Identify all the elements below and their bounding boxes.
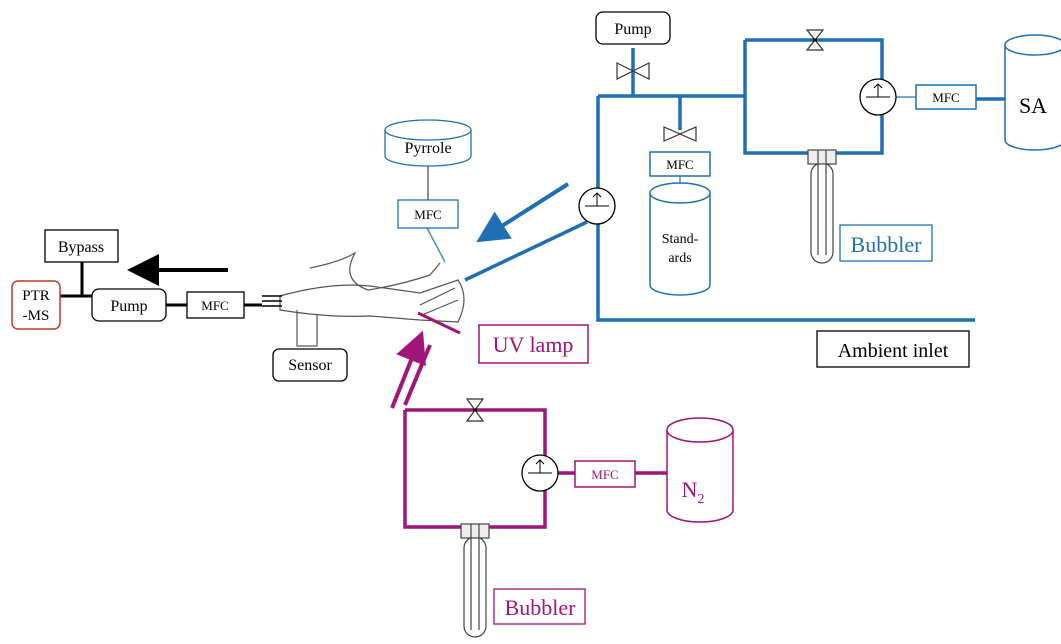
n2-loop-left — [403, 410, 466, 529]
pyrrole-label: Pyrrole — [404, 140, 451, 157]
n2-cylinder — [666, 417, 734, 523]
mfc-left-label: MFC — [201, 298, 228, 313]
bubbler-magenta-label: Bubbler — [505, 595, 577, 620]
pump-left-label: Pump — [110, 298, 147, 315]
black-lines — [60, 262, 262, 307]
valve-pump-icon — [616, 62, 650, 80]
blue-gas-lines — [464, 38, 1005, 322]
n2-label: N2 — [682, 477, 705, 507]
ptr-ms-label-2: -MS — [23, 308, 50, 324]
pyrrole-cylinder — [384, 119, 472, 167]
ambient-inlet-box — [816, 330, 970, 368]
bubbler-blue-icon — [807, 149, 837, 264]
reactor-outlet — [262, 295, 282, 307]
magenta-flow-arrow-1 — [390, 330, 426, 409]
mfc-standards-box — [649, 151, 711, 177]
standards-label-2: ards — [668, 251, 691, 266]
uv-lamp-box — [478, 324, 589, 364]
bypass-box — [44, 229, 119, 263]
bubbler-blue-box — [839, 224, 933, 262]
mfc-pyrrole-box — [397, 199, 459, 229]
standards-label-1: Stand- — [662, 232, 699, 247]
uv-lamp-label: UV lamp — [493, 332, 574, 357]
bubbler-magenta-box — [493, 588, 586, 625]
mfc-n2-label: MFC — [591, 467, 618, 482]
mfc-pyrrole-label: MFC — [414, 207, 441, 222]
reactor-feed-line — [464, 220, 588, 282]
blue-thin-lines — [426, 96, 916, 263]
valve-n2-loop-icon — [465, 398, 485, 422]
magenta-flow-arrow-2 — [403, 344, 432, 406]
sa-label: SA — [1019, 93, 1047, 118]
bypass-label: Bypass — [58, 239, 104, 256]
ptr-ms-label-1: PTR — [22, 288, 50, 304]
pump-top-box — [595, 11, 671, 45]
valve-standards-icon — [663, 126, 697, 142]
bubbler-blue-label: Bubbler — [851, 232, 923, 257]
mixer-inlet-icon — [578, 187, 616, 225]
sa-loop-left — [743, 40, 818, 155]
sensor-box — [272, 348, 348, 382]
ambient-inlet-label: Ambient inlet — [838, 340, 949, 362]
pump-left-box — [91, 288, 167, 322]
mfc-sa-label: MFC — [932, 90, 959, 105]
sa-cylinder — [1004, 34, 1061, 151]
pump-top-label: Pump — [614, 21, 651, 38]
ambient-inlet-line — [596, 96, 975, 322]
ptr-ms-box — [11, 280, 61, 330]
flow-reactor — [279, 251, 465, 347]
mfc-sa-box — [915, 84, 977, 110]
standards-cylinder — [649, 182, 711, 296]
mixer-n2-icon — [521, 454, 559, 492]
sensor-label: Sensor — [288, 357, 332, 374]
blue-flow-arrow — [476, 182, 570, 243]
mixer-sa-icon — [859, 78, 897, 116]
bubbler-magenta-icon — [460, 523, 490, 638]
mfc-standards-label: MFC — [666, 157, 693, 172]
mfc-n2-box — [574, 460, 636, 488]
mfc-left-box — [186, 291, 245, 319]
valve-sa-loop-icon — [805, 29, 825, 51]
